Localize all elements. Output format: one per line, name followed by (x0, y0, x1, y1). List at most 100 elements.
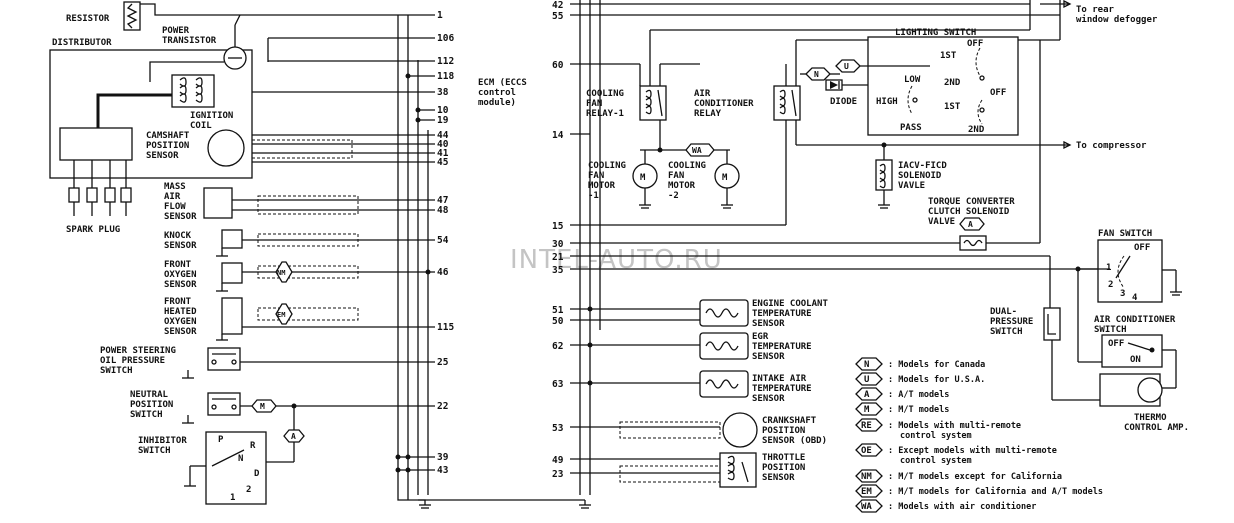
torque-converter-label: VALVE (928, 217, 955, 227)
ac-switch-label: SWITCH (1094, 325, 1127, 335)
pin-left: 48 (437, 205, 449, 216)
coolant-sensor-label: TEMPERATURE (752, 309, 812, 319)
wire-marker-em-text: EM (277, 311, 285, 319)
fan-motor-1-label: COOLING (588, 161, 626, 171)
torque-converter-label: TORQUE CONVERTER (928, 197, 1015, 207)
legend-text: : M/T models except for California (888, 471, 1062, 482)
ac-switch-pos: ON (1130, 355, 1141, 365)
inhibitor-pos: N (238, 454, 243, 464)
legend-text: control system (900, 431, 972, 441)
legend-item: A : A/T models (855, 387, 949, 401)
egr-sensor-icon (699, 332, 749, 360)
resistor-label: RESISTOR (66, 14, 110, 24)
pin-right: 49 (552, 455, 564, 466)
neutral-switch-icon (207, 392, 241, 416)
knock-sensor-label: SENSOR (164, 241, 197, 251)
resistor-icon (123, 1, 141, 31)
ls-label: 2ND (968, 125, 985, 135)
legend-item: NM : M/T models except for California (855, 469, 1062, 483)
legend-code: WA (861, 502, 872, 512)
crankshaft-sensor-icon (722, 412, 758, 448)
camshaft-sensor-label: SENSOR (146, 151, 179, 161)
front-heated-oxygen-label: SENSOR (164, 327, 197, 337)
pin-right: 21 (552, 252, 564, 263)
egr-sensor-label: EGR (752, 332, 769, 342)
power-transistor-label: POWER (162, 26, 190, 36)
lighting-switch-label: LIGHTING SWITCH (895, 28, 976, 38)
ecm-label: ECM (ECCS control module) (478, 78, 527, 108)
ac-switch-label: AIR CONDITIONER (1094, 315, 1176, 325)
intake-air-sensor-label: INTAKE AIR (752, 374, 807, 384)
diode-label: DIODE (830, 97, 857, 107)
ls-label: OFF (990, 88, 1006, 98)
ls-label: LOW (904, 75, 921, 85)
legend-text: : A/T models (888, 390, 949, 400)
torque-converter-label: CLUTCH SOLENOID (928, 207, 1010, 217)
left-sensors: MASS AIR FLOW SENSOR KNOCK SENSOR FRONT … (100, 182, 359, 505)
pin-left: 115 (437, 322, 454, 333)
inhibitor-pos: P (218, 435, 224, 445)
inhibitor-switch-icon (205, 431, 267, 505)
legend-text: : Models for Canada (888, 360, 985, 370)
fan-motor-2-label: MOTOR (668, 181, 696, 191)
to-rear-label: window defogger (1076, 14, 1158, 25)
iacv-label: VAVLE (898, 181, 925, 191)
legend-text: : Models with multi-remote (888, 420, 1021, 431)
pin-left: 45 (437, 157, 449, 168)
ls-label: 2ND (944, 78, 961, 88)
inhibitor-pos: R (250, 441, 256, 451)
ecm-label-line: ECM (ECCS (478, 78, 527, 88)
ls-label: PASS (900, 123, 922, 133)
legend-text: : Models for U.S.A. (888, 375, 985, 385)
ls-label: OFF (967, 39, 983, 49)
pin-right: 51 (552, 305, 564, 316)
throttle-sensor-label: SENSOR (762, 473, 795, 483)
fan-switch-pos: OFF (1134, 243, 1150, 253)
thermo-label: THERMO (1134, 413, 1167, 423)
maf-label: SENSOR (164, 212, 197, 222)
torque-converter-solenoid-icon (959, 235, 987, 251)
legend-code: M (864, 405, 870, 415)
pin-right: 53 (552, 423, 564, 434)
neutral-switch-label: SWITCH (130, 410, 163, 420)
lighting-switch-box (867, 36, 1019, 136)
ac-control-section: FAN SWITCH OFF 1 2 3 4 DUAL- PRESSURE SW… (990, 229, 1189, 433)
motor-symbol: M (640, 173, 646, 183)
legend-code: N (864, 360, 869, 370)
ac-relay-label: CONDITIONER (694, 99, 754, 109)
to-compressor-label: To compressor (1076, 141, 1147, 151)
egr-sensor-label: TEMPERATURE (752, 342, 812, 352)
front-heated-oxygen-label: HEATED (164, 307, 197, 317)
wire-marker-em (275, 303, 293, 325)
throttle-sensor-icon (719, 452, 757, 488)
ac-switch-pos: OFF (1108, 339, 1124, 349)
ps-switch-icon (207, 347, 241, 371)
pin-left: 106 (437, 33, 454, 44)
distributor-label: DISTRIBUTOR (52, 38, 112, 48)
neutral-switch-label: NEUTRAL (130, 390, 169, 400)
legend-code: A (864, 390, 870, 400)
inhibitor-switch-label: INHIBITOR (138, 436, 187, 446)
spark-plug-icon (104, 187, 116, 203)
intake-air-sensor-label: SENSOR (752, 394, 785, 404)
pin-right: 42 (552, 0, 563, 11)
legend-item: WA : Models with air conditioner (855, 499, 1036, 513)
legend: N : Models for Canada U : Models for U.S… (855, 357, 1103, 513)
throttle-sensor-label: POSITION (762, 463, 805, 473)
ignition-coil-label: IGNITION (190, 111, 233, 121)
front-oxygen-label: FRONT (164, 260, 192, 270)
pin-left: 44 (437, 130, 449, 141)
relay-section: COOLING FAN RELAY-1 AIR CONDITIONER RELA… (586, 29, 1147, 226)
spark-plug-icon (120, 187, 132, 203)
legend-item: M : M/T models (855, 402, 949, 416)
legend-text: : M/T models for California and A/T mode… (888, 486, 1103, 497)
legend-code: RE (861, 421, 872, 431)
front-heated-oxygen-sensor-icon (221, 297, 243, 335)
inhibitor-pos: D (254, 469, 260, 479)
power-transistor-label: TRANSISTOR (162, 36, 217, 46)
fan-switch-pos: 1 (1106, 263, 1111, 273)
neutral-switch-label: POSITION (130, 400, 173, 410)
legend-text: : Except models with multi-remote (888, 445, 1057, 456)
ls-label: 1ST (944, 102, 961, 112)
ignition-section: RESISTOR DISTRIBUTOR POWER TRANSISTOR IG… (49, 1, 353, 235)
